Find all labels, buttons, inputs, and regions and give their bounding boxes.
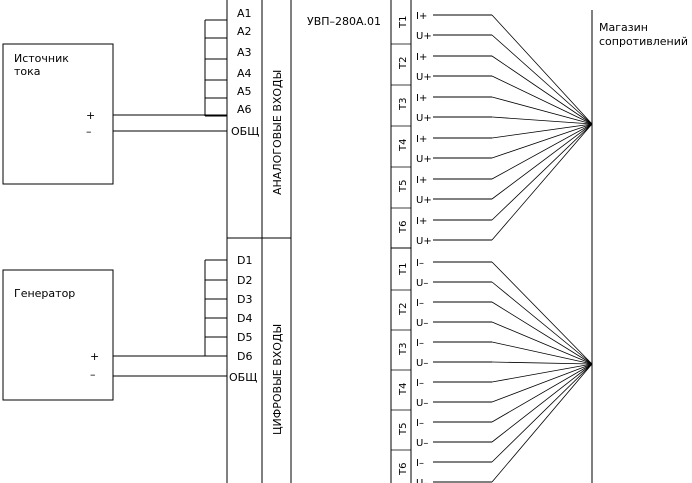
thermo-upper-fan-wire [491, 116, 593, 125]
digital-common-label: ОБЩ [229, 371, 257, 384]
thermo-upper-fan-wire [491, 14, 593, 125]
thermo-lower-pin-label: U– [416, 318, 428, 329]
thermo-upper-fan-wire [491, 75, 593, 125]
thermo-lower-fan-wire [491, 321, 593, 365]
thermo-upper-fan-wire [491, 34, 593, 125]
thermo-upper-channel-name: T5 [398, 180, 409, 193]
thermo-lower-fan-wire [491, 261, 593, 365]
thermo-lower-pin-label: I– [416, 338, 424, 349]
thermo-upper-channel-name: T1 [398, 16, 409, 29]
generator-title: Генератор [14, 287, 75, 300]
thermo-lower-pin-label: I– [416, 258, 424, 269]
thermo-upper-pin-label: U+ [416, 113, 432, 124]
analog-input-label: A3 [237, 46, 252, 59]
thermo-lower-fan-wire [491, 361, 593, 365]
thermo-upper-fan-wire [491, 123, 593, 180]
thermo-lower-pin-label: I– [416, 378, 424, 389]
thermo-lower-pin-label: U– [416, 398, 428, 409]
thermo-lower-fan-wire [491, 363, 593, 403]
thermo-lower-fan-wire [491, 363, 593, 463]
thermo-lower-pin-label: U– [416, 358, 428, 369]
thermo-upper-pin-label: I+ [416, 175, 427, 186]
thermo-lower-pin-label: I– [416, 298, 424, 309]
digital-input-label: D1 [237, 254, 252, 267]
analog-input-label: A4 [237, 67, 252, 80]
thermo-lower-fan-wire [491, 281, 593, 365]
thermo-upper-pin-label: U+ [416, 72, 432, 83]
generator-plus: + [90, 350, 99, 363]
thermo-upper-pin-label: U+ [416, 236, 432, 247]
generator-minus: – [90, 368, 96, 381]
thermo-lower-channel-name: T6 [398, 463, 409, 476]
thermo-upper-fan-wire [491, 123, 593, 221]
current-source-title-1: Источник [14, 52, 69, 65]
digital-input-label: D5 [237, 331, 252, 344]
thermo-lower-channel-name: T4 [398, 383, 409, 396]
thermo-lower-pin-label: I– [416, 418, 424, 429]
thermo-lower-channel-name: T5 [398, 423, 409, 436]
resistance-box-title-2: сопротивлений [599, 35, 688, 48]
thermo-lower-channel-name: T3 [398, 343, 409, 356]
analog-common-label: ОБЩ [231, 125, 259, 138]
thermo-upper-fan-wire [491, 123, 593, 159]
thermo-upper-fan-wire [491, 123, 593, 241]
current-source-minus: – [86, 125, 92, 138]
device-name: УВП–280А.01 [307, 15, 381, 28]
digital-section-label: ЦИФРОВЫЕ ВХОДЫ [271, 324, 284, 435]
digital-input-label: D3 [237, 293, 252, 306]
thermo-upper-channel-name: T4 [398, 139, 409, 152]
generator-block [2, 269, 114, 401]
thermo-lower-pin-label: U– [416, 478, 428, 483]
resistance-box-title-1: Магазин [599, 21, 648, 34]
current-source-block [2, 43, 114, 185]
thermo-upper-channel-name: T6 [398, 221, 409, 234]
thermo-lower-pin-label: U– [416, 278, 428, 289]
digital-input-label: D6 [237, 350, 252, 363]
thermo-lower-fan-wire [491, 341, 593, 365]
thermo-upper-fan-wire [491, 96, 593, 125]
thermo-upper-pin-label: I+ [416, 93, 427, 104]
thermo-upper-channel-name: T2 [398, 57, 409, 70]
analog-input-label: A1 [237, 7, 252, 20]
thermo-upper-pin-label: U+ [416, 195, 432, 206]
current-source-plus: + [86, 109, 95, 122]
thermo-upper-pin-label: U+ [416, 154, 432, 165]
thermo-upper-pin-label: I+ [416, 52, 427, 63]
thermo-upper-pin-label: I+ [416, 216, 427, 227]
thermo-lower-fan-wire [491, 363, 593, 383]
thermo-lower-fan-wire [491, 363, 593, 443]
thermo-upper-pin-label: U+ [416, 31, 432, 42]
thermo-lower-fan-wire [491, 301, 593, 365]
analog-input-label: A2 [237, 25, 252, 38]
thermo-lower-pin-label: I– [416, 458, 424, 469]
thermo-lower-fan-wire [491, 363, 593, 483]
thermo-upper-channel-name: T3 [398, 98, 409, 111]
thermo-lower-channel-name: T2 [398, 303, 409, 316]
analog-input-label: A5 [237, 85, 252, 98]
thermo-upper-pin-label: I+ [416, 134, 427, 145]
analog-section-label: АНАЛОГОВЫЕ ВХОДЫ [271, 70, 284, 195]
current-source-title-2: тока [14, 65, 41, 78]
analog-input-label: A6 [237, 103, 252, 116]
thermo-upper-fan-wire [491, 123, 593, 139]
digital-input-label: D4 [237, 312, 252, 325]
thermo-upper-fan-wire [491, 55, 593, 125]
thermo-lower-channel-name: T1 [398, 263, 409, 276]
thermo-upper-pin-label: I+ [416, 11, 427, 22]
thermo-lower-pin-label: U– [416, 438, 428, 449]
thermo-lower-fan-wire [491, 363, 593, 423]
thermo-upper-fan-wire [491, 123, 593, 200]
digital-input-label: D2 [237, 274, 252, 287]
